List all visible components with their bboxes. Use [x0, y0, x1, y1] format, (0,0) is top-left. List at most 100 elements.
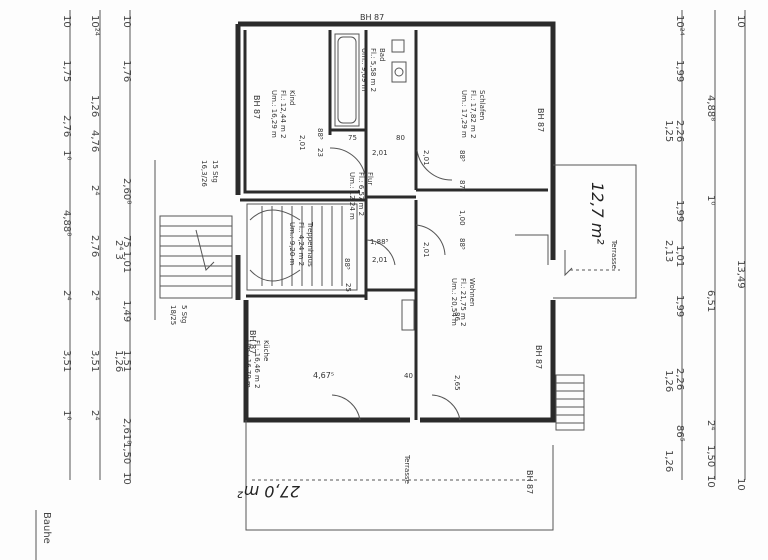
svg-text:2,76: 2,76 — [89, 235, 100, 257]
right-dimension-lines — [681, 10, 746, 480]
dim-265: 2,65 — [453, 375, 461, 391]
room-wohnen-area: Fl.: 21,75 m 2 — [459, 278, 467, 327]
dim-23: 23 — [316, 148, 324, 157]
dim-88-c: 88⁵ — [458, 238, 466, 250]
svg-text:4,88⁸: 4,88⁸ — [705, 95, 716, 121]
dim-40: 40 — [404, 372, 413, 380]
svg-text:6,51: 6,51 — [705, 290, 716, 312]
stair-lower-ratio: 18/25 — [169, 305, 177, 325]
room-kueche: Küche Fl.: 16,46 m 2 Um.: 16,79 m — [244, 340, 270, 389]
terrace-bottom-area: 27,0 m² — [237, 482, 300, 501]
stair-lower-count: 5 Stg — [180, 305, 188, 323]
svg-text:1,26: 1,26 — [663, 450, 674, 472]
room-schlafen-perimeter: Um.: 17,29 m — [460, 90, 468, 138]
room-kind-name: Kind — [288, 90, 296, 105]
svg-text:2⁴: 2⁴ — [89, 185, 100, 195]
bh-kind-label: BH 87 — [252, 95, 261, 119]
svg-text:3,51: 3,51 — [89, 350, 100, 372]
svg-text:1,01: 1,01 — [674, 245, 685, 267]
right-dims-col2: 4,88⁸ 1⁰ 6,51 2⁴ 1,50 10 — [705, 95, 716, 488]
svg-text:1⁰: 1⁰ — [61, 410, 72, 420]
svg-text:75 1,01: 75 1,01 — [121, 235, 132, 273]
room-treppenhaus: Treppenhaus Fl.: 4,24 m 2 Um.: 9,20 m — [288, 221, 314, 267]
room-wohnen-name: Wohnen — [468, 278, 476, 306]
dim-201-c: 2,01 — [422, 150, 430, 166]
svg-text:1⁰: 1⁰ — [705, 195, 716, 205]
svg-text:10: 10 — [735, 478, 746, 491]
room-flur: Flur Fl.: 6,57 m 2 Um.: 12,24 m — [348, 172, 374, 220]
interior-walls — [240, 30, 548, 420]
svg-text:2⁴: 2⁴ — [89, 410, 100, 420]
svg-text:1,99: 1,99 — [674, 295, 685, 317]
terrace-right-area: 12,7 m² — [588, 182, 607, 245]
room-bad: Bad Fl.: 5,58 m 2 Um.: 9,69 m — [360, 48, 386, 92]
svg-text:1,49: 1,49 — [121, 300, 132, 322]
svg-text:2⁴: 2⁴ — [61, 290, 72, 300]
left-dims-col2: 10²⁴ 1,26 4,76 2⁴ 2,76 2⁴ 3,51 2⁴ — [89, 15, 100, 420]
room-kind-perimeter: Um.: 16,29 m — [270, 90, 278, 138]
dim-80: 80 — [396, 134, 405, 142]
dim-75: 75 — [348, 134, 357, 142]
svg-text:4,76: 4,76 — [89, 130, 100, 152]
room-treppenhaus-area: Fl.: 4,24 m 2 — [297, 222, 305, 266]
dim-467: 4,67⁵ — [313, 371, 334, 380]
svg-text:10²⁴: 10²⁴ — [674, 15, 685, 36]
svg-text:1⁰: 1⁰ — [61, 150, 72, 160]
room-kueche-name: Küche — [262, 340, 270, 361]
room-wohnen-perimeter: Um.: 20,54 m — [450, 278, 458, 326]
svg-text:1,99: 1,99 — [674, 200, 685, 222]
room-treppenhaus-perimeter: Um.: 9,20 m — [288, 222, 296, 266]
svg-text:2⁴ 3: 2⁴ 3 — [113, 240, 124, 260]
svg-text:86⁵: 86⁵ — [674, 425, 685, 442]
outer-stair-right — [555, 374, 585, 431]
svg-text:10²⁴: 10²⁴ — [89, 15, 100, 36]
outer-stair-left — [159, 215, 233, 299]
room-kind-area: Fl.: 12,44 m 2 — [279, 90, 287, 139]
svg-text:10: 10 — [735, 15, 746, 28]
svg-text:2,60⁸: 2,60⁸ — [121, 178, 132, 204]
svg-text:2,76: 2,76 — [61, 115, 72, 137]
terrace-bottom — [245, 420, 554, 531]
svg-text:1,26: 1,26 — [113, 350, 124, 372]
dim-86: 86 — [453, 312, 461, 321]
doors — [329, 147, 549, 421]
terrace-bottom-label: Terrasse — [403, 454, 411, 484]
room-bad-perimeter: Um.: 9,69 m — [360, 48, 368, 92]
stair-upper-ratio: 16,3/26 — [200, 160, 208, 187]
bh-kueche-label: BH 87 — [248, 330, 257, 354]
room-schlafen-name: Schlafen — [478, 90, 486, 120]
outer-walls — [235, 21, 556, 423]
svg-text:1,50: 1,50 — [121, 442, 132, 464]
terrace-right-label: Terrasse — [610, 239, 618, 269]
svg-text:1,50: 1,50 — [705, 445, 716, 467]
svg-text:10: 10 — [705, 475, 716, 488]
dim-25: 25 — [344, 283, 352, 292]
staircase — [246, 203, 358, 291]
svg-text:1,51: 1,51 — [121, 350, 132, 372]
dim-88-b: 88⁵ — [458, 150, 466, 162]
svg-text:1,25: 1,25 — [663, 120, 674, 142]
bathroom-fixtures — [334, 33, 407, 127]
terrace-right — [553, 164, 637, 299]
bh-wohnen-label: BH 87 — [534, 345, 543, 369]
svg-text:2⁴: 2⁴ — [89, 290, 100, 300]
dim-88-a: 88⁵ — [316, 128, 324, 140]
svg-text:1,26: 1,26 — [663, 370, 674, 392]
bh-schlafen-label: BH 87 — [536, 108, 545, 132]
svg-text:10: 10 — [121, 472, 132, 485]
stair-upper-count: 15 Stg — [211, 160, 219, 183]
dim-88-e: 88⁵ — [343, 258, 351, 270]
dim-100: 1,00 — [458, 210, 466, 226]
left-dimension-lines — [69, 10, 156, 480]
dim-201-b: 2,01 — [298, 135, 306, 151]
svg-text:1,99: 1,99 — [674, 60, 685, 82]
room-bad-name: Bad — [378, 48, 386, 62]
room-kind: Kind Fl.: 12,44 m 2 Um.: 16,29 m — [270, 90, 296, 139]
room-schlafen-area: Fl.: 17,82 m 2 — [469, 90, 477, 139]
svg-text:2,13: 2,13 — [663, 240, 674, 262]
svg-text:1,26: 1,26 — [89, 95, 100, 117]
room-wohnen: Wohnen Fl.: 21,75 m 2 Um.: 20,54 m — [450, 278, 476, 327]
svg-text:2,61⁸: 2,61⁸ — [121, 418, 132, 444]
